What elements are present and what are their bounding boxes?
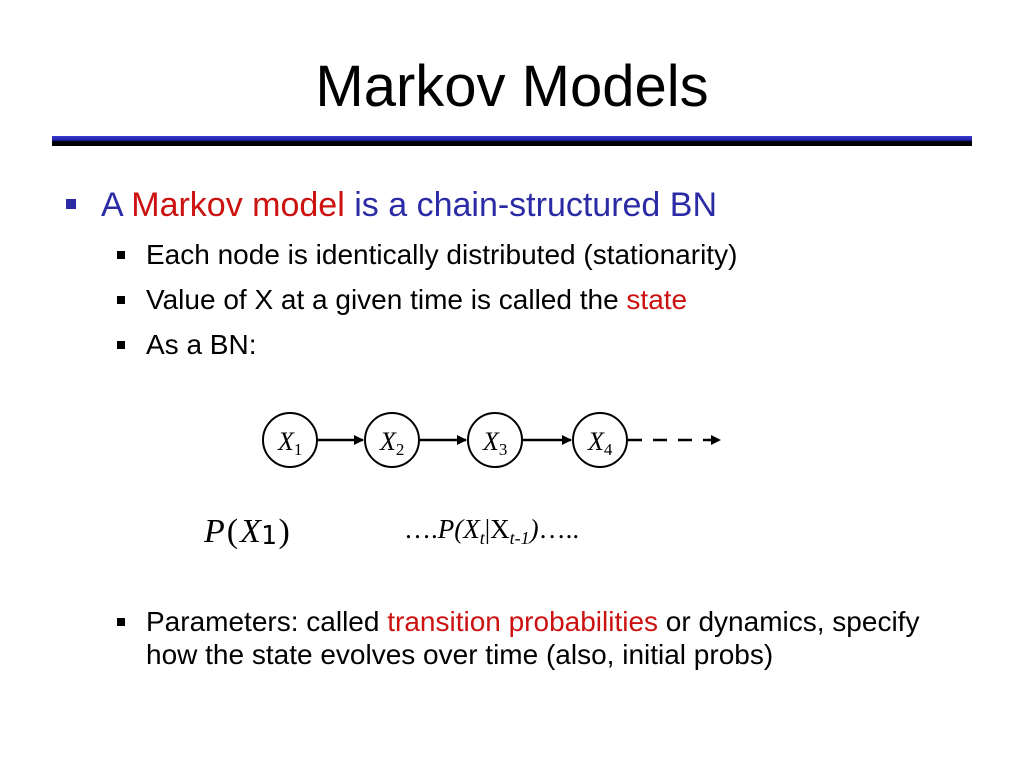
slide-title: Markov Models <box>315 54 709 119</box>
node-label-x4: X4 <box>587 427 613 459</box>
sub-bullet-stationarity: Each node is identically distributed (st… <box>146 239 738 270</box>
term-transition-probabilities: transition probabilities <box>387 606 659 637</box>
node-label-x3: X3 <box>482 427 507 459</box>
sub-bullet-state: Value of X at a given time is called the… <box>146 283 687 317</box>
sub-bullet-icon <box>117 251 125 259</box>
param-suffix: or dynamics, specify how the state evolv… <box>146 606 920 670</box>
node-circle-x4 <box>572 412 628 468</box>
sub-bullet-state-prefix: Value of X at a given time is called the <box>146 284 627 315</box>
formula-transition: ….P(Xt|Xt-1)….. <box>404 514 579 548</box>
node-circle-x1 <box>262 412 318 468</box>
formula-initial-distribution: P(X1) <box>203 513 290 551</box>
node-label-x2: X2 <box>379 427 404 459</box>
sub-bullet-as-bn: As a BN: <box>146 329 257 360</box>
sub-bullet-parameters: Parameters: called transition probabilit… <box>146 605 946 671</box>
sub-bullet-icon <box>117 618 125 626</box>
node-circle-x3 <box>467 412 523 468</box>
title-divider <box>52 136 972 146</box>
sub-bullet-icon <box>117 296 125 304</box>
term-markov-model: Markov model <box>131 186 345 224</box>
param-prefix: Parameters: called <box>146 606 388 637</box>
bullet-square-icon <box>66 199 76 209</box>
term-state: state <box>626 284 688 315</box>
node-label-x1: X1 <box>277 427 302 459</box>
node-circle-x2 <box>364 412 420 468</box>
bullet-text-suffix: is a chain-structured BN <box>344 186 718 224</box>
sub-bullet-icon <box>117 341 125 349</box>
bullet-text-prefix: A <box>101 186 132 224</box>
bullet-markov-model: A Markov model is a chain-structured BN <box>101 184 717 226</box>
